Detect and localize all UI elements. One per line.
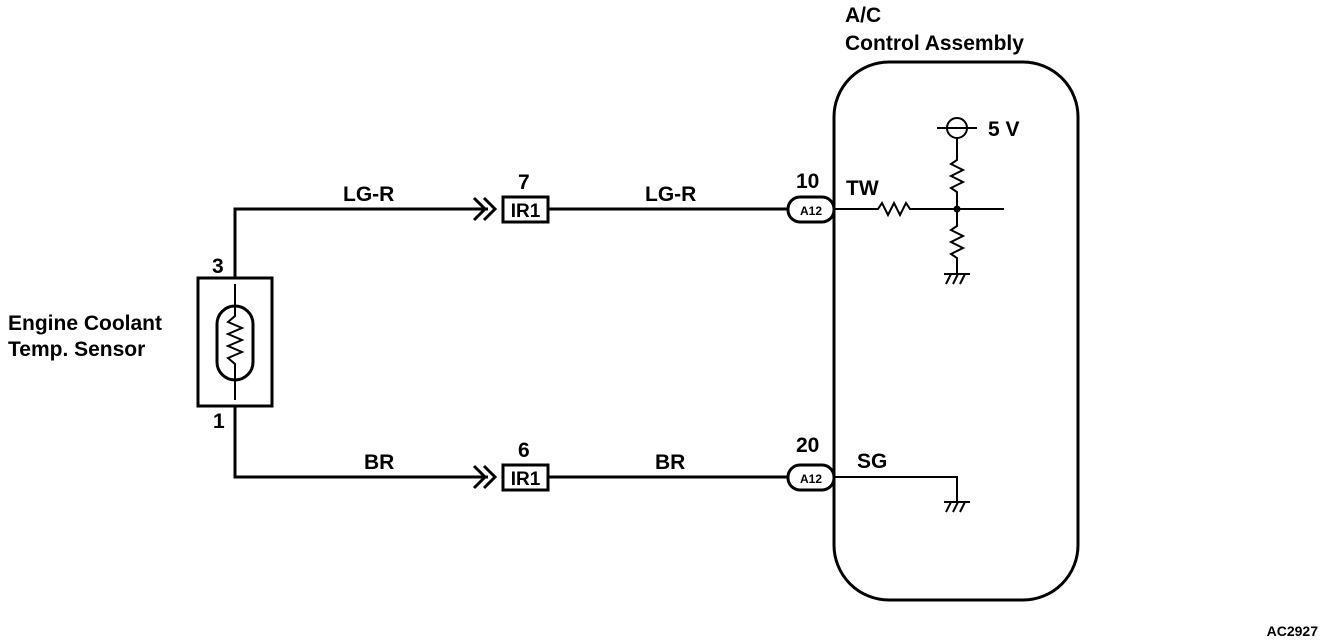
lower-connector-arrow-inner <box>482 464 498 490</box>
lower-wire-left-color: BR <box>364 451 394 474</box>
upper-ir1-pin: 7 <box>518 171 530 194</box>
upper-ir1-label: IR1 <box>511 201 541 222</box>
lower-wire-right-color: BR <box>655 451 685 474</box>
control-assembly-title-line2: Control Assembly <box>845 32 1024 55</box>
lower-connector-arrow-outer <box>472 464 488 490</box>
upper-wire-left-color: LG-R <box>343 183 394 206</box>
upper-connector-arrow-inner <box>482 196 498 222</box>
tw-input-resistor <box>834 200 1004 218</box>
ground-icon-upper-hatch2 <box>952 273 959 285</box>
ground-icon-lower-hatch2 <box>952 501 959 513</box>
ground-icon-upper-hatch3 <box>959 273 966 285</box>
control-assembly-title-line1: A/C <box>845 4 881 27</box>
upper-a12-pin: 10 <box>796 170 819 193</box>
figure-code: AC2927 <box>1267 623 1319 639</box>
lower-wire-left <box>233 406 488 479</box>
sensor-name-line2: Temp. Sensor <box>8 338 145 361</box>
sensor-pin-bottom: 1 <box>213 410 225 433</box>
pulldown-resistor <box>948 209 966 274</box>
terminal-tw-label: TW <box>846 177 879 200</box>
terminal-sg-label: SG <box>857 450 887 473</box>
ground-icon-lower-hatch1 <box>945 501 952 513</box>
upper-a12-label: A12 <box>800 204 822 218</box>
lower-ir1-label: IR1 <box>511 469 541 490</box>
ground-icon-lower-hatch3 <box>959 501 966 513</box>
lower-ir1-pin: 6 <box>518 439 530 462</box>
thermistor-symbol <box>225 284 245 400</box>
upper-connector-arrow-outer <box>472 196 488 222</box>
sensor-name-line1: Engine Coolant <box>8 312 162 335</box>
sg-ground-wire <box>834 476 958 502</box>
supply-voltage-label: 5 V <box>988 118 1020 141</box>
ground-icon-upper-hatch1 <box>945 273 952 285</box>
sensor-pin-top: 3 <box>212 255 224 278</box>
upper-wire-left <box>233 207 488 278</box>
lower-a12-label: A12 <box>800 472 822 486</box>
lower-a12-pin: 20 <box>796 434 819 457</box>
pullup-resistor <box>948 138 966 209</box>
upper-wire-right-color: LG-R <box>645 183 696 206</box>
control-assembly-outline <box>832 60 1080 602</box>
